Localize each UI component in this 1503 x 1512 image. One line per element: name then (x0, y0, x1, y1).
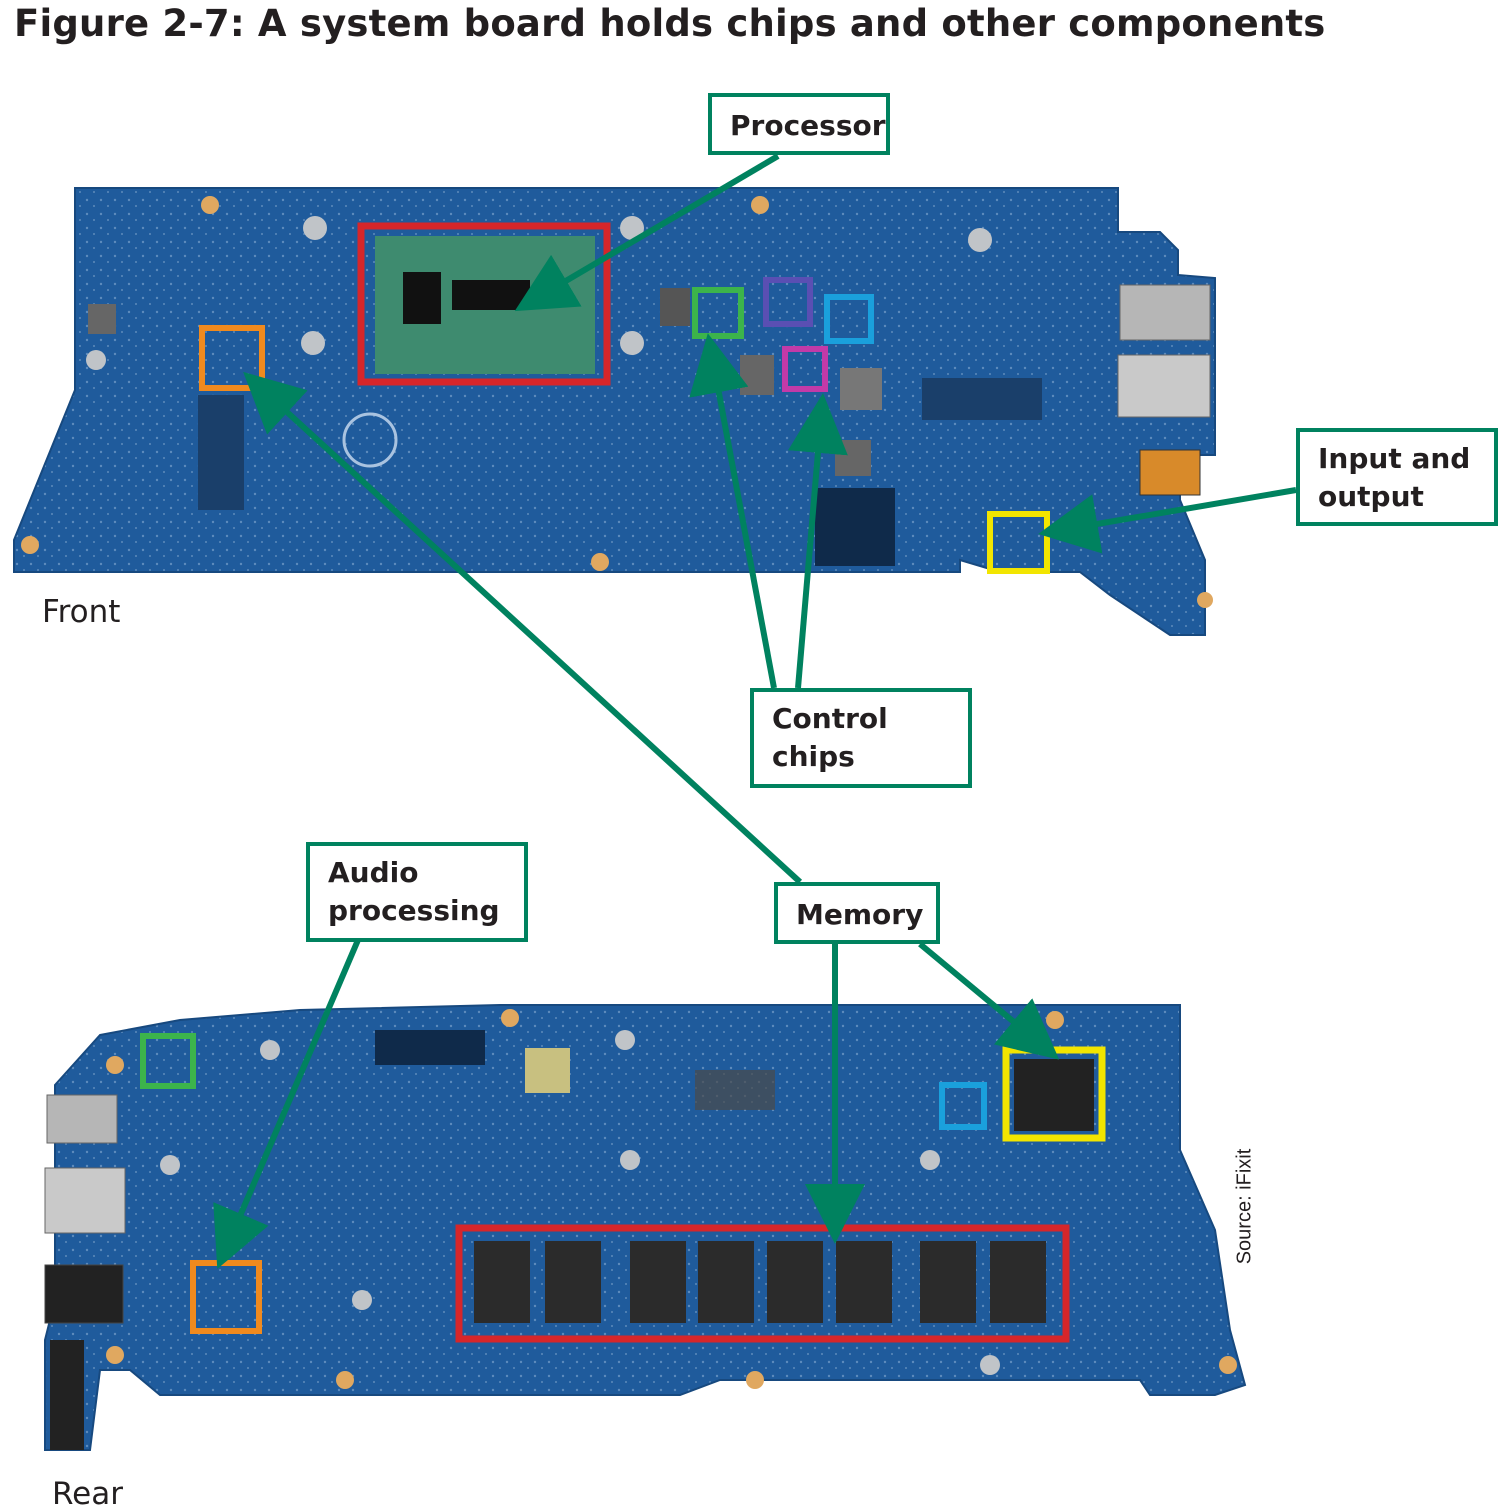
callout-audio-processing: Audio processing (306, 842, 528, 942)
audio-highlight-front (199, 325, 265, 391)
control-chip-cyan-rear (939, 1082, 987, 1130)
memory-chips (474, 1241, 1046, 1323)
arrow-control-chip-2 (788, 393, 848, 689)
control-chip-purple-front (763, 277, 813, 327)
callout-processor: Processor (708, 93, 890, 155)
callout-memory: Memory (774, 882, 940, 944)
memory-highlight (455, 1224, 1070, 1343)
arrow-memory-to-front (243, 371, 803, 885)
figure-title: Figure 2-7: A system board holds chips a… (14, 2, 1326, 45)
rear-board (44, 1004, 1247, 1451)
arrow-audio-processing (213, 938, 361, 1270)
callout-arrows (213, 153, 1297, 1270)
front-label: Front (42, 594, 121, 630)
control-chip-green-rear (140, 1033, 196, 1089)
source-credit: Source: iFixit (1233, 1148, 1256, 1265)
io-controller-chip (1014, 1059, 1094, 1131)
arrow-input-output (1038, 487, 1297, 554)
control-chip-cyan-front (824, 294, 874, 344)
callout-input-output: Input and output (1296, 428, 1498, 526)
arrow-memory-to-controller (918, 941, 1060, 1060)
control-chip-magenta-front (782, 346, 828, 392)
processor-highlight (357, 222, 611, 386)
arrow-control-chip-1 (689, 333, 777, 689)
callout-control-chips: Control chips (750, 688, 972, 788)
arrow-processor (514, 153, 780, 312)
rear-label: Rear (52, 1476, 123, 1512)
